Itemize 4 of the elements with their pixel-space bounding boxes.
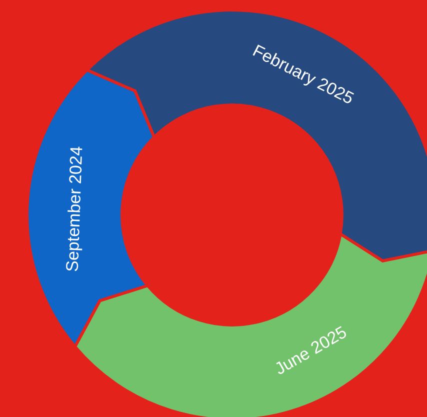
segment-label: June 2025 <box>271 322 350 380</box>
cycle-arrow-segment <box>27 70 154 347</box>
cycle-arrow-segment <box>87 10 427 262</box>
segment-label: September 2024 <box>62 146 87 273</box>
